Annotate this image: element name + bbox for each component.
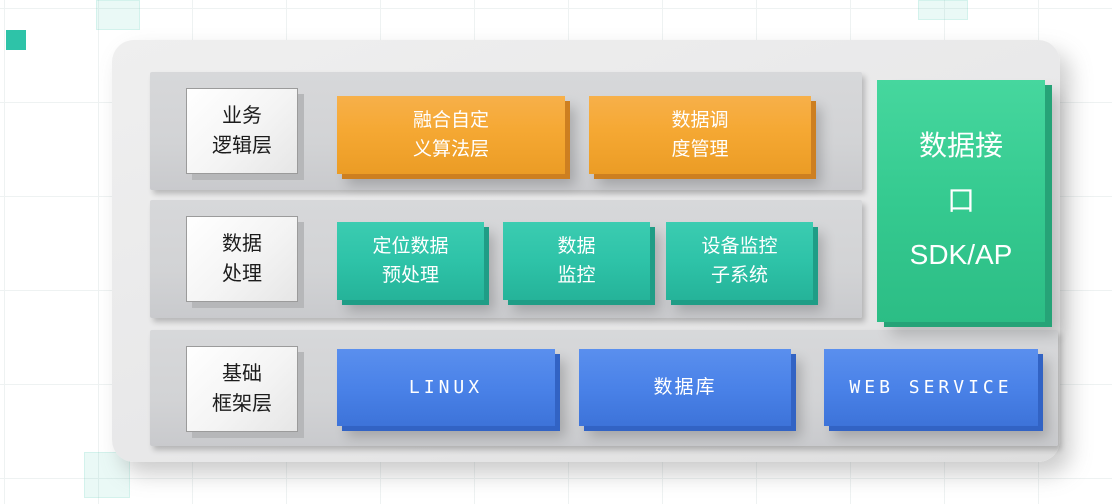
node-text: 融合自定 义算法层	[412, 109, 489, 160]
layer-label-business-logic: 业务 逻辑层	[186, 88, 298, 174]
layer-label-framework: 基础 框架层	[186, 346, 298, 432]
node-database: 数据库	[579, 349, 791, 426]
node-text: WEB SERVICE	[849, 376, 1013, 398]
node-text: 定位数据 预处理	[372, 235, 449, 286]
node-linux: LINUX	[337, 349, 555, 426]
layer-label-data-processing: 数据 处理	[186, 216, 298, 302]
node-text: 数据调 度管理	[671, 109, 729, 160]
node-data-monitoring: 数据 监控	[503, 222, 650, 300]
node-web-service: WEB SERVICE	[824, 349, 1038, 426]
node-text: 数据接 口 SDK/AP	[909, 130, 1013, 271]
node-data-interface-sdk: 数据接 口 SDK/AP	[877, 80, 1045, 322]
layer-label-text: 业务 逻辑层	[212, 105, 272, 157]
node-fusion-custom-algorithm: 融合自定 义算法层	[337, 96, 565, 174]
decor-faint-square	[918, 0, 968, 20]
node-text: LINUX	[408, 376, 484, 398]
node-positioning-preprocess: 定位数据 预处理	[337, 222, 484, 300]
decor-faint-square	[96, 0, 140, 30]
layer-label-text: 数据 处理	[222, 233, 262, 285]
layer-label-text: 基础 框架层	[212, 363, 272, 415]
node-text: 数据 监控	[557, 235, 596, 286]
node-text: 数据库	[653, 376, 717, 398]
node-device-monitor-subsystem: 设备监控 子系统	[666, 222, 813, 300]
decor-faint-square	[84, 452, 130, 498]
node-data-scheduling: 数据调 度管理	[589, 96, 811, 174]
decor-teal-square	[6, 30, 26, 50]
node-text: 设备监控 子系统	[701, 235, 778, 286]
